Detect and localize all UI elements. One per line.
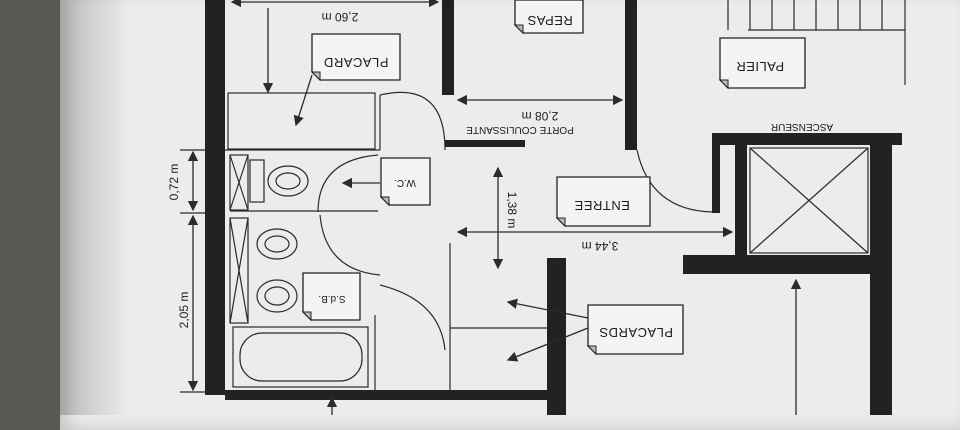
window-strip (229, 154, 249, 324)
dim-1-38: 1,38 m (505, 192, 519, 229)
note-porte-coulissante: PORTE COULISSANTE (466, 124, 574, 135)
room-label-ascenseur: ASCENSEUR (771, 121, 833, 132)
leader-arrows (293, 74, 589, 415)
bathtub (232, 326, 369, 388)
room-label-entree: ENTREE (574, 198, 630, 213)
dim-0-72: 0,72 m (167, 164, 181, 201)
plan-text: REPAS PLACARD PALIER W.C. ENTREE S.d.B. … (167, 10, 833, 340)
entry-door-jamb (712, 133, 720, 213)
placards-wall (547, 258, 566, 415)
dimension-lines (180, 0, 802, 415)
washbasin (256, 279, 298, 313)
elevator-bottom-wall (683, 255, 883, 274)
bottom-wall (225, 390, 555, 400)
partitions (225, 0, 906, 392)
room-label-placard: PLACARD (324, 55, 389, 70)
left-outer-wall (205, 0, 225, 395)
elevator-shaft (749, 147, 869, 254)
label-tags (301, 0, 806, 356)
room-label-wc: W.C. (394, 177, 416, 188)
elevator-left-wall (735, 133, 747, 273)
wc-toilet (249, 159, 309, 203)
placard-cabinet (227, 92, 376, 150)
repas-left-wall (442, 0, 454, 95)
paper-shadow (60, 0, 130, 415)
dim-2-08: 2,08 m (522, 109, 559, 123)
room-label-repas: REPAS (527, 13, 573, 28)
room-label-sdb: S.d.B. (318, 293, 345, 304)
room-label-palier: PALIER (736, 59, 784, 74)
bidet (256, 228, 298, 260)
elevator-right-wall (870, 133, 892, 415)
sliding-door-wall (445, 140, 525, 147)
door-swings (317, 91, 713, 351)
staircase (727, 0, 883, 30)
floor-plan: REPAS PLACARD PALIER W.C. ENTREE S.d.B. … (167, 0, 906, 415)
room-label-placards: PLACARDS (599, 325, 673, 340)
dim-3-44: 3,44 m (582, 239, 619, 253)
dim-2-05: 2,05 m (177, 292, 191, 329)
elevator-top-wall (712, 133, 902, 145)
repas-right-wall (625, 0, 637, 150)
dim-2-60: 2,60 m (322, 10, 359, 24)
walls (205, 0, 902, 415)
